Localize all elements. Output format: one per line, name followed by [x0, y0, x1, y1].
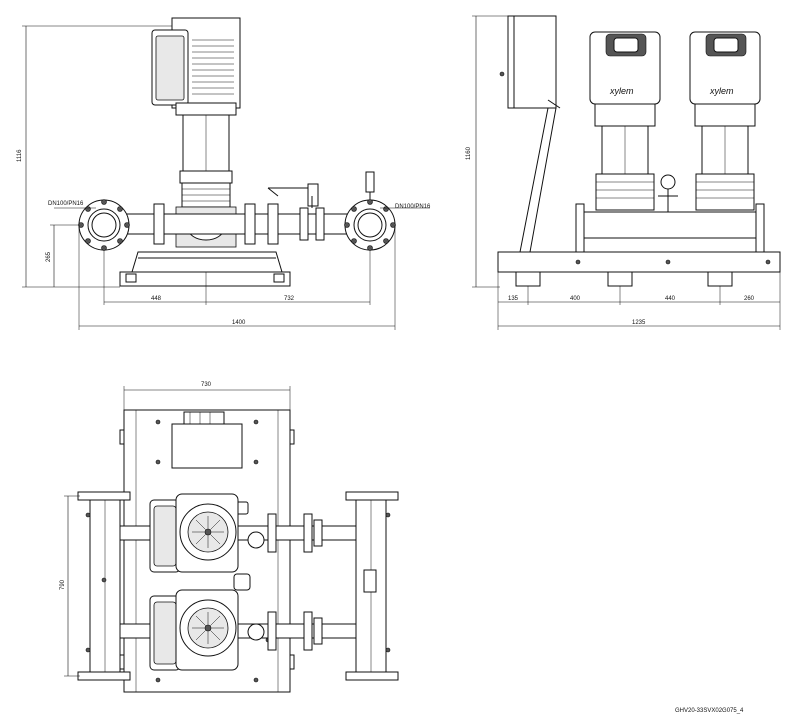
side-base-frame [497, 251, 781, 287]
top-width-dimension: 730 [123, 382, 291, 412]
top-width-label: 730 [201, 382, 212, 388]
top-depth-dimension: 790 [60, 495, 80, 677]
front-discharge-label: DN100/PN16 [395, 204, 431, 210]
front-motor [151, 17, 241, 184]
top-pump-upper [149, 493, 239, 573]
top-suction-header [77, 491, 131, 681]
side-width-dimensions: 135 400 440 260 1235 [497, 272, 781, 330]
top-discharge-header [345, 491, 399, 681]
front-pipe-center-dimension: 265 [46, 224, 80, 287]
front-width-right-label: 732 [284, 296, 295, 302]
side-dim-3: 440 [665, 296, 676, 302]
front-overall-width-label: 1400 [232, 320, 246, 326]
side-logo-left: xylem [609, 86, 634, 96]
side-overall-width-label: 1235 [632, 320, 646, 326]
side-dim-1: 135 [508, 296, 519, 302]
front-suction-label: DN100/PN16 [48, 201, 84, 207]
top-depth-label: 790 [60, 579, 66, 590]
side-dim-4: 260 [744, 296, 755, 302]
drawing-code: GHV20-33SVX02G075_4 [675, 708, 744, 714]
front-view: 1116 [17, 17, 431, 330]
side-dim-2: 400 [570, 296, 581, 302]
side-view: 1160 xylem [466, 15, 781, 330]
front-discharge-flange: DN100/PN16 [344, 199, 431, 251]
top-control-panel [171, 411, 243, 469]
side-pump-left: xylem [589, 31, 661, 237]
front-pipe-center-label: 265 [46, 251, 52, 262]
front-height-label: 1116 [17, 149, 23, 162]
front-manifold [97, 203, 389, 245]
side-manifold [575, 174, 765, 253]
top-view: 730 [60, 382, 399, 693]
front-valve-handle [267, 183, 319, 208]
top-pump-lower [149, 589, 239, 671]
front-base-frame [119, 251, 291, 287]
side-logo-right: xylem [709, 86, 734, 96]
side-pump-right: xylem [689, 31, 761, 237]
side-control-panel [499, 15, 561, 253]
front-width-left-label: 448 [151, 296, 162, 302]
front-suction-flange: DN100/PN16 [48, 199, 130, 251]
front-width-dimensions: 448 732 1400 [78, 225, 396, 330]
side-height-label: 1160 [466, 146, 472, 160]
